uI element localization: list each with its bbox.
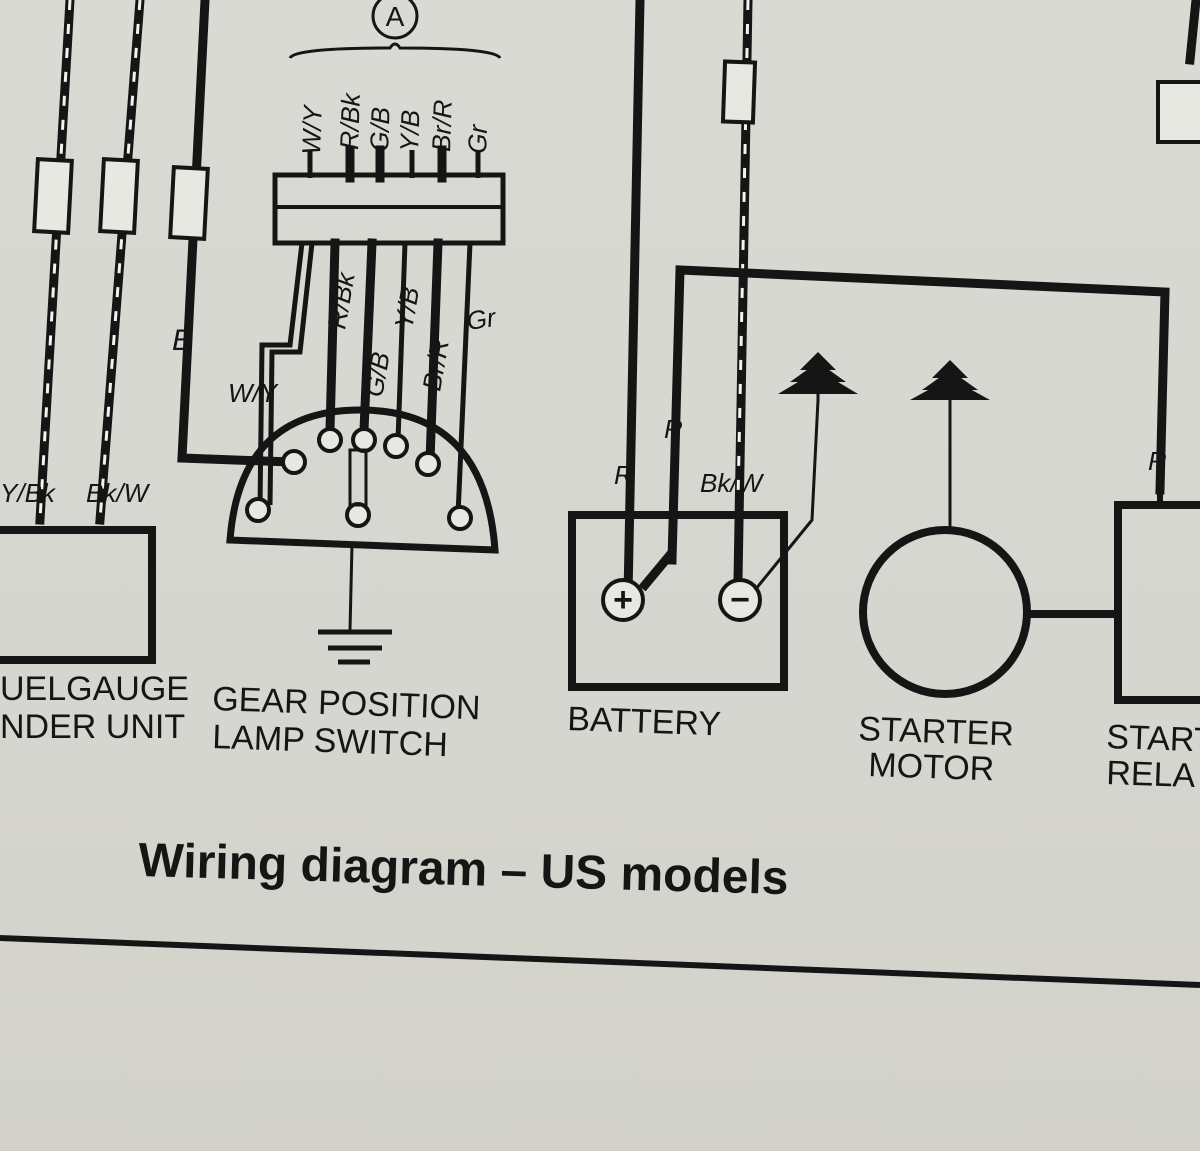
starter-relay [1114,0,1200,704]
wire-label-g-b-lower: G/B [358,350,395,399]
fuel-gauge-label-line2: NDER UNIT [0,708,185,746]
starter-relay-label-line1: START [1106,718,1200,760]
pin-label-g-b: G/B [364,106,396,152]
wire-label-bk-w-battery: Bk/W [700,468,765,498]
gear-position-switch [226,406,499,665]
frame-ground-icon-2 [910,360,990,530]
wire-label-b: B [172,324,192,357]
wire-label-gr-lower: Gr [465,302,499,336]
connector-top-labels: W/Y R/Bk G/B Y/B Br/R Gr [296,91,493,155]
connector-bottom-labels: R/Bk Y/B G/B Br/R Gr [321,268,498,399]
battery-positive-icon: + [613,581,633,619]
diagram-caption: Wiring diagram – US models [138,834,790,905]
wire-label-r-relay: R [1148,446,1167,476]
wire-label-r-battery: R [614,460,633,490]
battery-label: BATTERY [567,700,722,743]
wire-label-r-battery2: R [664,414,683,444]
page-rule [0,935,1200,988]
wire-label-y-b-lower: Y/B [388,285,425,331]
pin-label-w-y: W/Y [296,103,328,155]
connector-a-label: A [386,1,405,32]
pin-label-gr: Gr [462,123,493,154]
wire-label-bk-w-left: Bk/W [86,478,151,508]
pin-label-r-bk: R/Bk [334,91,366,150]
wire-label-br-r-lower: Br/R [416,337,455,393]
gear-switch-label-line2: LAMP SWITCH [212,718,449,764]
wire-label-w-y: W/Y [228,378,279,408]
pin-label-y-b: Y/B [394,109,425,152]
starter-motor-label-line1: STARTER [858,710,1015,753]
wire-label-y-bk: Y/Bk [0,478,57,508]
battery-box: + − [568,399,820,691]
battery-wires [623,0,1170,600]
wire-label-r-bk-lower: R/Bk [321,268,361,331]
battery-negative-icon: − [730,581,750,619]
connector-a: A [272,0,506,246]
starter-relay-label-line2: RELA [1106,754,1196,795]
gear-switch-label-line1: GEAR POSITION [212,680,481,727]
fuel-gauge-wires [32,0,145,525]
starter-motor [859,526,1118,698]
fuel-gauge-label-line1: UELGAUGE [0,670,189,708]
starter-motor-label-line2: MOTOR [868,746,995,788]
pin-label-br-r: Br/R [426,99,458,152]
frame-ground-icon [778,352,858,402]
fuel-gauge-sender-box [0,526,156,664]
